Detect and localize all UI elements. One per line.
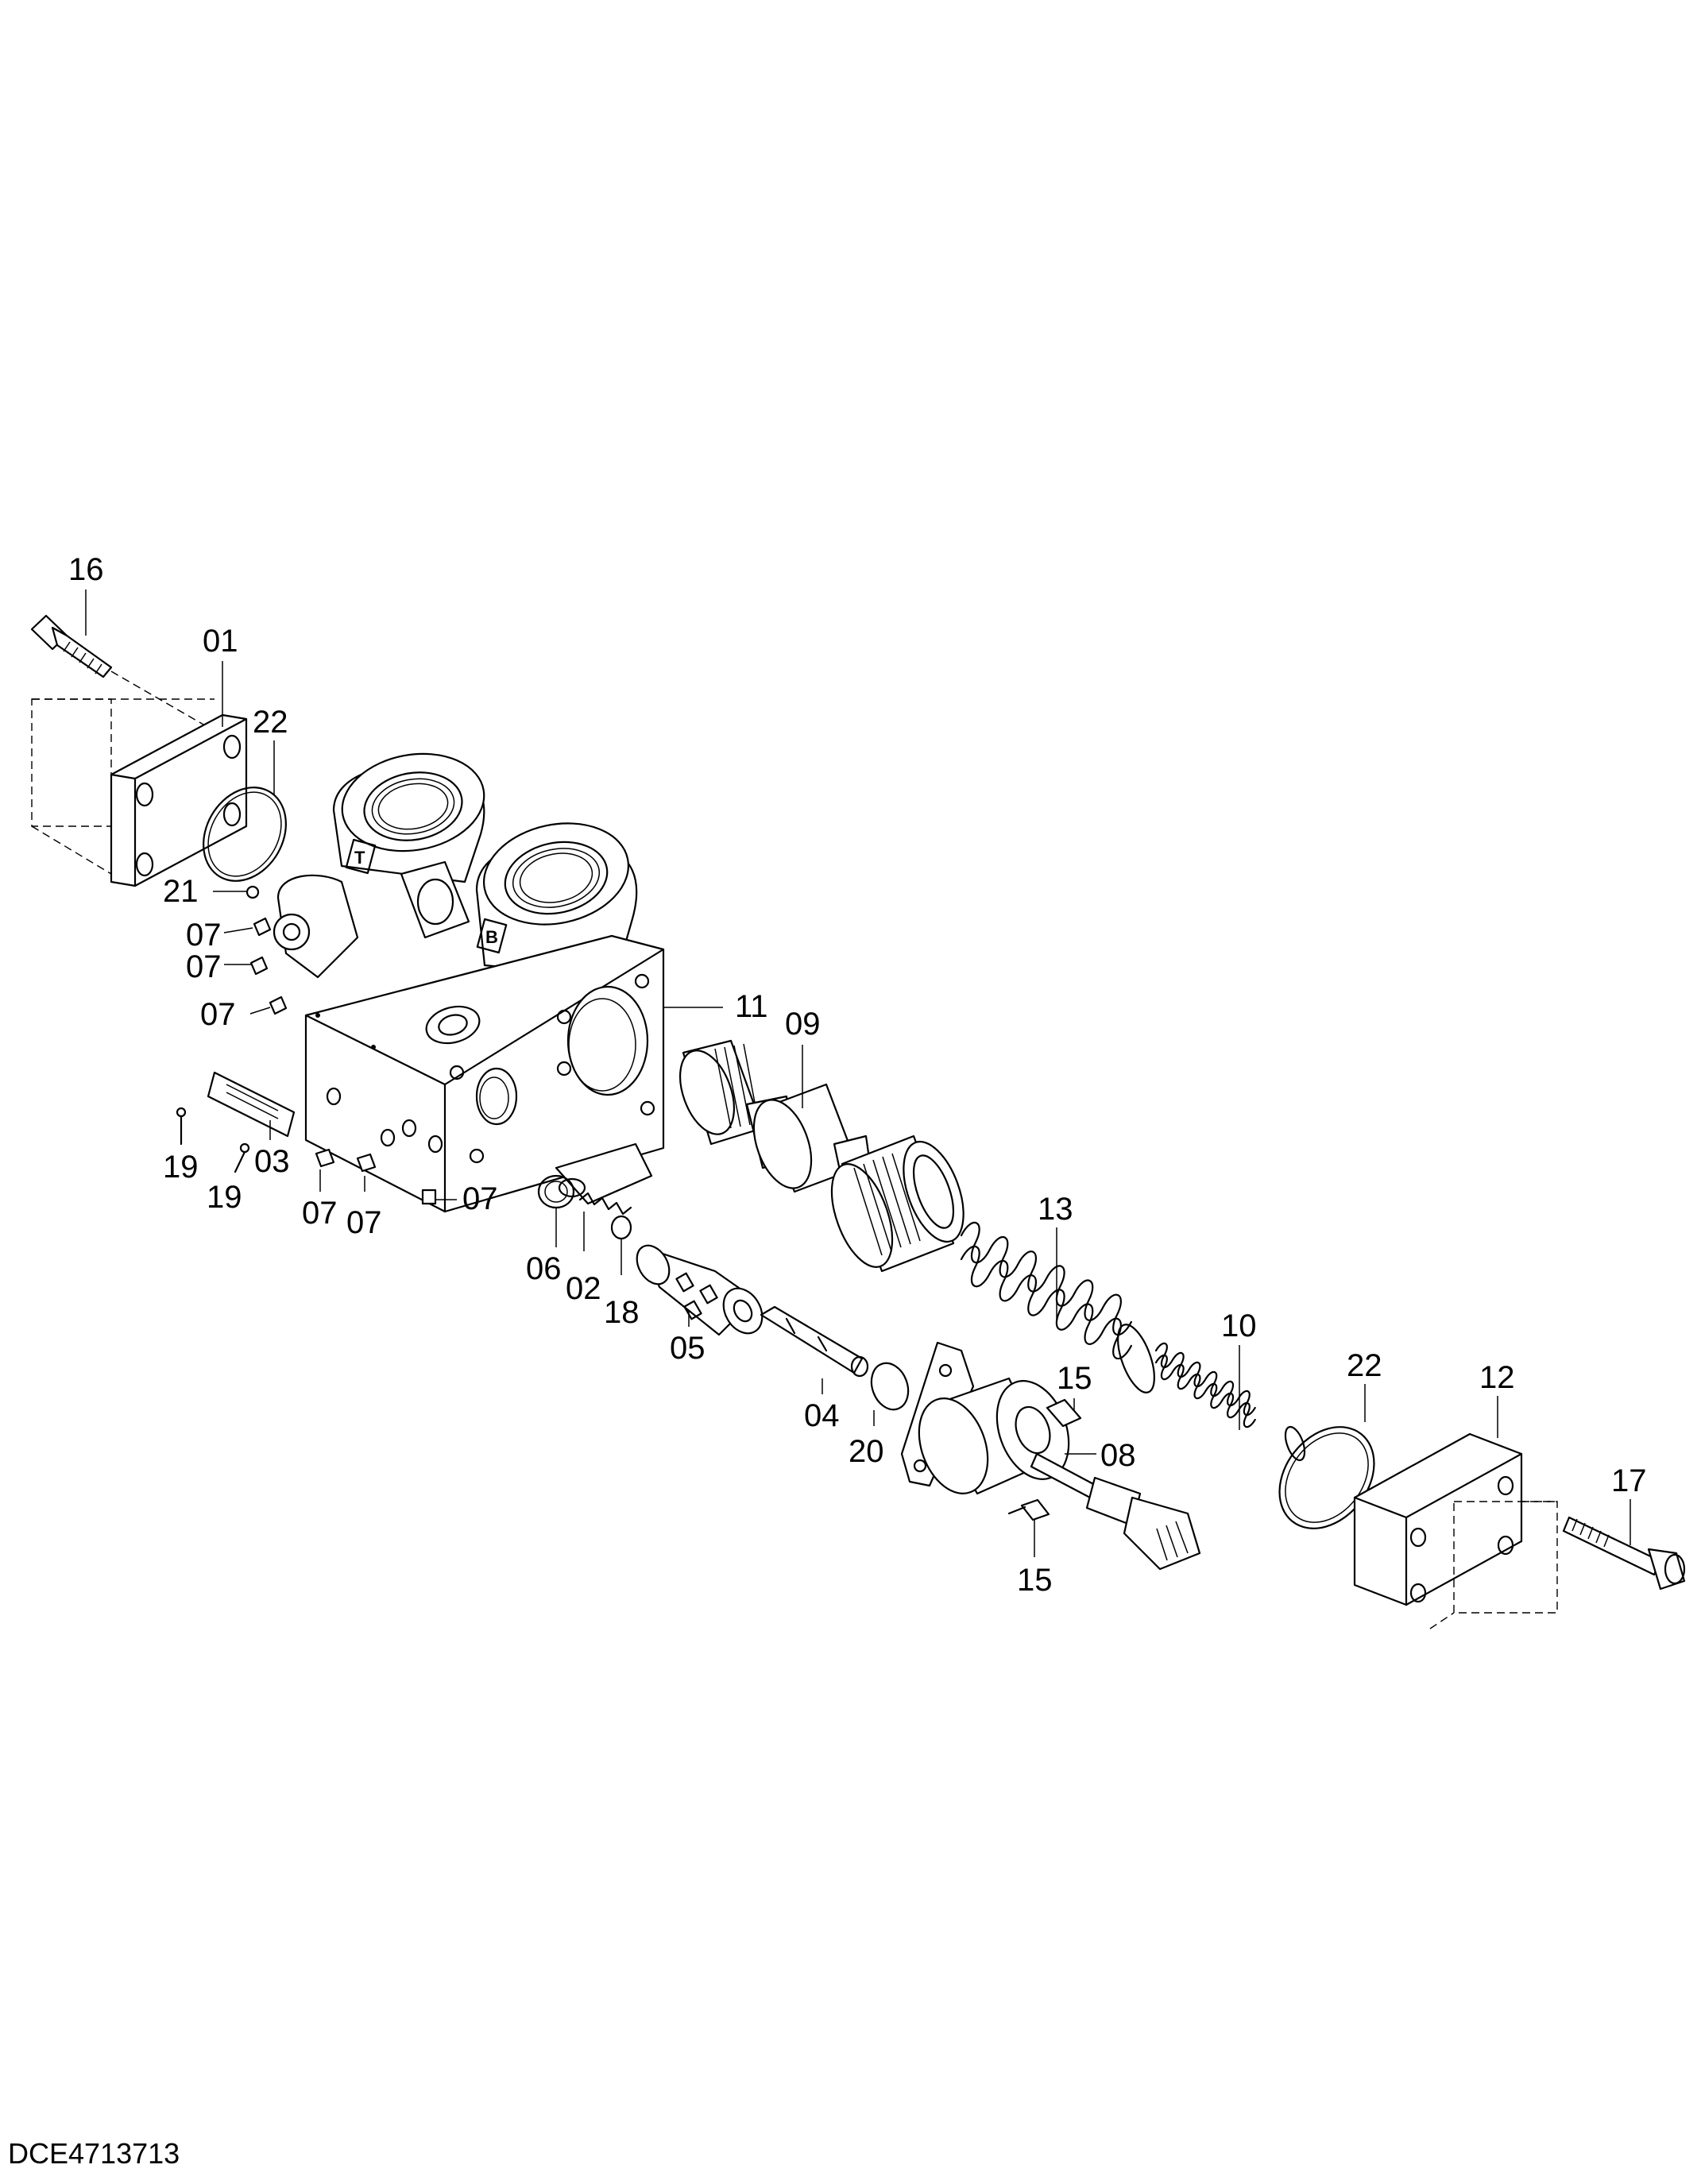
part-15-screws	[1007, 1398, 1082, 1521]
callout-10: 10	[1221, 1308, 1257, 1343]
part-07-plugs	[249, 917, 437, 1205]
callout-17: 17	[1611, 1463, 1647, 1498]
callout-12: 12	[1479, 1360, 1515, 1395]
callout-13: 13	[1038, 1192, 1073, 1227]
part-01-cover-plate	[31, 698, 248, 887]
part-08-solenoid	[900, 1341, 1201, 1571]
callout-15-bottom: 15	[1017, 1563, 1053, 1598]
callout-07-b: 07	[186, 949, 222, 984]
port-mark-t: T	[354, 848, 365, 868]
part-04-spool-pin	[760, 1305, 869, 1378]
callout-18: 18	[604, 1295, 640, 1330]
callout-16: 16	[68, 552, 104, 587]
callout-06: 06	[526, 1251, 562, 1286]
callout-22-left: 22	[253, 705, 288, 740]
part-12-end-cover	[1353, 1432, 1558, 1629]
callout-07-e: 07	[346, 1205, 382, 1240]
callout-08: 08	[1100, 1438, 1136, 1473]
callout-22-right: 22	[1347, 1348, 1382, 1383]
part-20-o-ring	[870, 1362, 910, 1411]
callout-04: 04	[804, 1398, 840, 1433]
callout-01: 01	[203, 624, 238, 659]
callout-15-top: 15	[1057, 1361, 1092, 1396]
callout-03: 03	[254, 1144, 290, 1179]
part-10-inner-spring	[1154, 1342, 1306, 1462]
part-11-valve-body: T B	[273, 752, 665, 1213]
part-16-cap-screw	[30, 614, 215, 732]
callout-19-a: 19	[163, 1150, 199, 1185]
callout-07-f: 07	[462, 1181, 498, 1216]
part-06-ring	[537, 1174, 575, 1209]
callout-20: 20	[849, 1434, 884, 1469]
part-09-main-spool	[679, 1039, 965, 1273]
part-18-washer	[610, 1215, 632, 1240]
callout-07-a: 07	[186, 918, 222, 953]
part-05-spool-sleeve	[636, 1244, 764, 1336]
part-13-large-spring	[960, 1221, 1155, 1394]
part-19-rivets	[176, 1107, 250, 1173]
part-22-o-ring-left	[203, 787, 287, 882]
port-mark-b: B	[485, 927, 498, 947]
callout-09: 09	[785, 1007, 821, 1042]
callout-21: 21	[163, 874, 199, 909]
leader-lines	[85, 589, 1631, 1557]
drawing-id-label: DCE4713713	[8, 2137, 180, 2170]
part-02-small-spring	[578, 1192, 632, 1216]
part-21-seal-washer	[245, 885, 260, 899]
callout-19-b: 19	[207, 1180, 242, 1215]
callout-02: 02	[566, 1271, 601, 1306]
callout-05: 05	[670, 1331, 706, 1366]
callout-07-d: 07	[302, 1196, 338, 1231]
callout-11: 11	[735, 989, 768, 1024]
part-03-name-plate	[207, 1071, 296, 1138]
part-17-cap-screw	[1562, 1516, 1686, 1591]
callout-07-c: 07	[200, 997, 236, 1032]
callout-labels: 16 01 22 21 07 07 07 19 19 03 07 07 07 1…	[68, 552, 1647, 1598]
